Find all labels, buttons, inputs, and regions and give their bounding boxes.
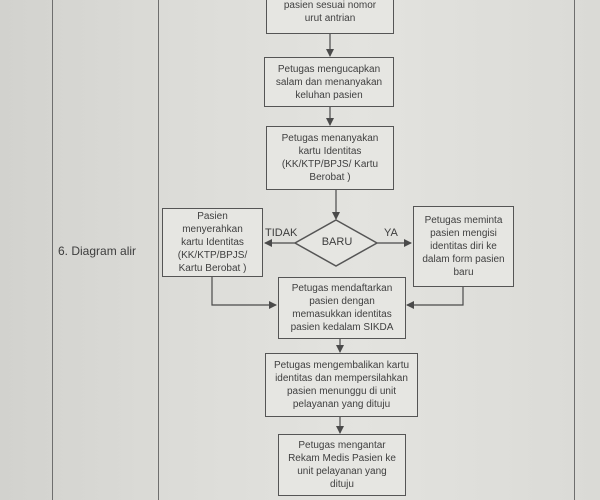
box-greet: Petugas mengucapkan salam dan menanyakan… [264, 57, 394, 107]
decision-label: BARU [321, 236, 353, 248]
table-border-right [574, 0, 575, 500]
box-deliver-record: Petugas mengantar Rekam Medis Pasien ke … [278, 434, 406, 496]
row-label: 6. Diagram alir [58, 244, 137, 258]
arrow-left-to-register [211, 277, 277, 309]
table-border-left [52, 0, 53, 500]
box-ask-id: Petugas menanyakan kartu Identitas (KK/K… [266, 126, 394, 190]
box-return-id: Petugas mengembalikan kartu identitas da… [265, 353, 418, 417]
table-column-divider [158, 0, 159, 500]
box-ask-form: Petugas meminta pasien mengisi identitas… [413, 206, 514, 287]
decision-yes-label: YA [384, 227, 398, 239]
decision-diamond [293, 219, 379, 267]
box-call-patient: pasien sesuai nomor urut antrian [266, 0, 394, 34]
box-register: Petugas mendaftarkan pasien dengan memas… [278, 277, 406, 339]
box-patient-hands-id: Pasien menyerahkan kartu Identitas (KK/K… [162, 208, 263, 277]
decision-no-label: TIDAK [265, 227, 298, 239]
arrow-right-to-register [406, 287, 464, 309]
